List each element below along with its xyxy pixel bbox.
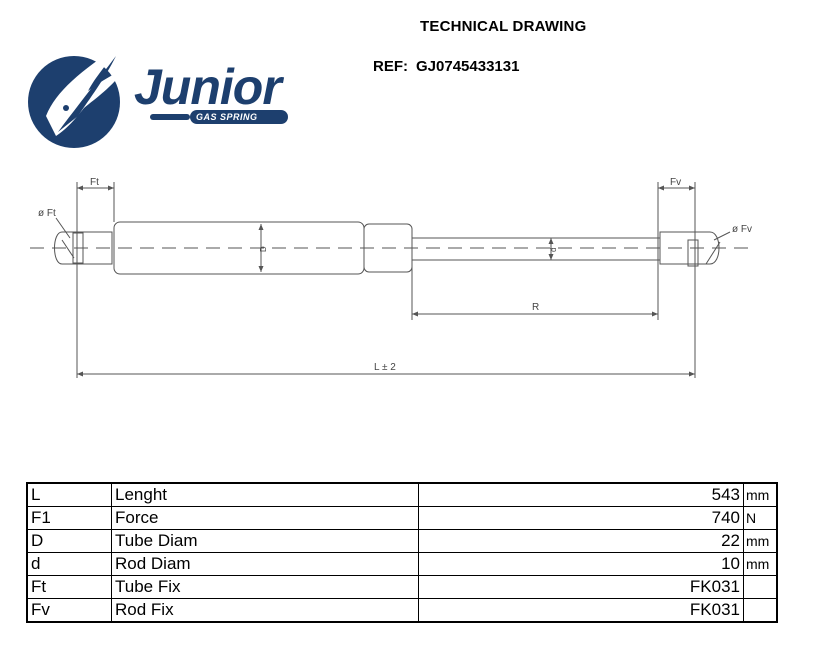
spec-unit [743,575,778,599]
spec-value: 543 [418,482,744,507]
spec-symbol: Fv [26,598,112,623]
rod-body [411,237,661,261]
l-label: L ± 2 [374,362,396,373]
spec-unit [743,598,778,623]
tube-fitting [54,231,113,265]
spec-value: FK031 [418,598,744,623]
spec-value: 740 [418,506,744,530]
junior-logo [26,36,301,151]
spec-symbol: D [26,529,112,553]
spec-value: 22 [418,529,744,553]
logo-rod-graphic [150,110,288,124]
document-title: TECHNICAL DRAWING [420,18,587,35]
spec-symbol: L [26,482,112,507]
phi-fv-leader [713,231,731,241]
eagle-icon [28,44,126,148]
phi-ft-leader [55,217,71,239]
spec-unit: mm [743,482,778,507]
tube-diameter-label: D [259,246,268,252]
spec-unit: mm [743,552,778,576]
spec-unit: N [743,506,778,530]
rod-diameter-arrows [548,238,554,260]
r-label: R [532,302,539,313]
ft-label: Ft [90,177,99,188]
spec-symbol: Ft [26,575,112,599]
phi-fv-label: ø Fv [732,224,752,235]
phi-ft-label: ø Ft [38,208,56,219]
spec-name: Lenght [111,482,419,507]
spec-name: Rod Diam [111,552,419,576]
reference: REF: GJ0745433131 [373,58,519,75]
spec-name: Rod Fix [111,598,419,623]
spec-name: Tube Diam [111,529,419,553]
tube-fitting-detail [61,239,75,259]
spec-value: FK031 [418,575,744,599]
tube-fitting-pin [72,232,84,264]
fv-label: Fv [670,177,681,188]
brand-tagline: GAS SPRING [196,112,258,122]
reference-label: REF: [373,58,408,75]
spec-value: 10 [418,552,744,576]
reference-value: GJ0745433131 [416,58,520,75]
spec-name: Force [111,506,419,530]
rod-fitting [659,231,720,265]
spec-unit: mm [743,529,778,553]
rod-fitting-pin [687,239,699,267]
spec-symbol: F1 [26,506,112,530]
brand-name: Junior [134,59,282,115]
rod-diameter-label: d [549,248,558,252]
spec-symbol: d [26,552,112,576]
gas-spring-drawing: Ft Fv ø Ft ø Fv R L ± 2 D d [30,177,752,378]
rod-fitting-detail [705,241,721,265]
spec-name: Tube Fix [111,575,419,599]
